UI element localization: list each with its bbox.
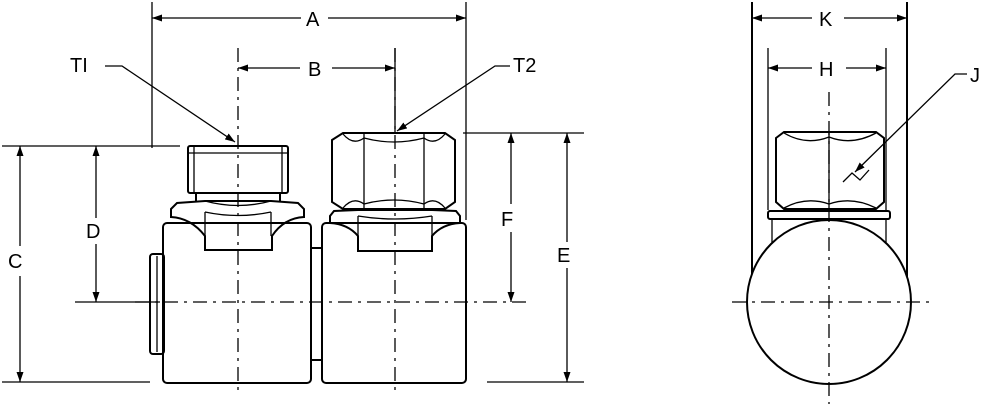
label-t2: T2 [513, 55, 536, 77]
label-d: D [86, 221, 100, 243]
side-view [732, 2, 930, 404]
label-j: J [970, 65, 980, 87]
side-hex-nut [775, 131, 885, 210]
front-view [135, 48, 530, 392]
front-dimensions [2, 2, 584, 383]
label-f: F [501, 209, 513, 231]
side-plug [149, 253, 165, 355]
label-a: A [306, 9, 320, 31]
label-h: H [819, 59, 833, 81]
side-dimensions [752, 14, 967, 210]
body-connector [310, 247, 323, 361]
label-t1: TI [70, 55, 88, 77]
t1-hex-base [170, 200, 305, 251]
label-k: K [819, 9, 833, 31]
left-body [162, 222, 312, 384]
label-b: B [308, 59, 321, 81]
label-e: E [557, 245, 570, 267]
label-c: C [8, 251, 22, 273]
t2-hex-nut [331, 132, 456, 210]
right-body [321, 222, 467, 384]
